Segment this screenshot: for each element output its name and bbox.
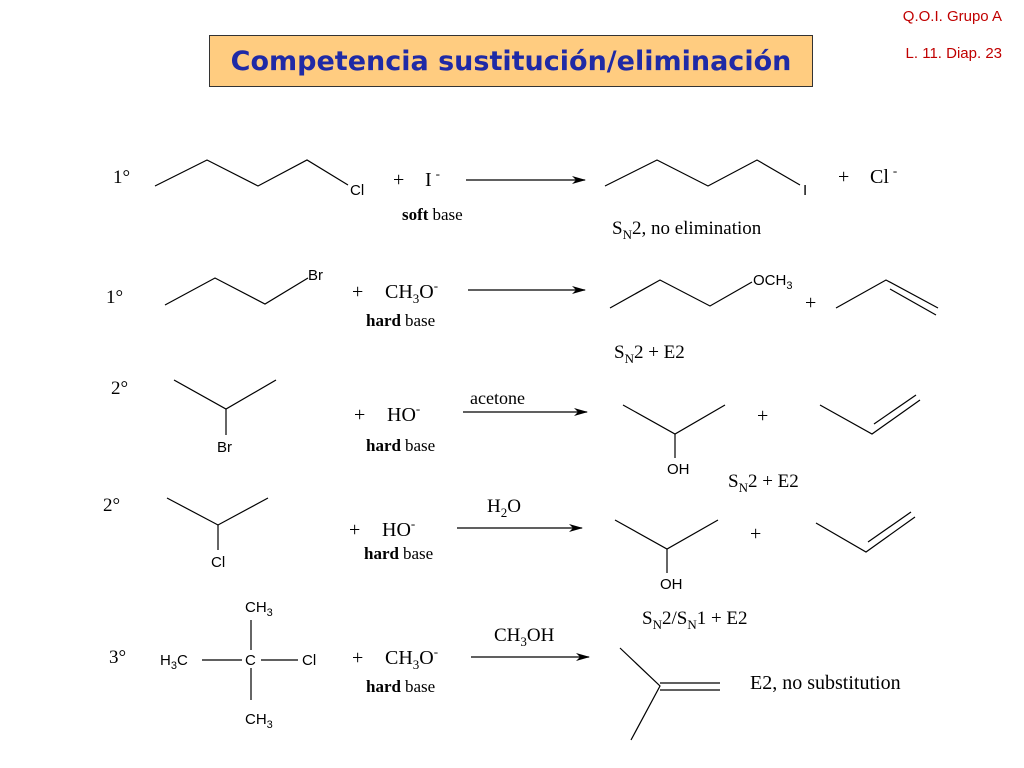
- chloropentane-skeleton: [154, 159, 349, 187]
- product-group-label: I: [803, 182, 807, 199]
- methyl-label: CH3: [245, 711, 273, 731]
- propanol-skeleton: [614, 519, 719, 550]
- plus-sign: +: [352, 647, 363, 669]
- reagent-label: HO-: [387, 401, 420, 426]
- methoxybutane-skeleton: [609, 279, 753, 309]
- plus-sign: +: [352, 281, 363, 303]
- central-carbon-label: C: [245, 652, 256, 669]
- product-group-label: OH: [667, 461, 690, 478]
- reagent-label: HO-: [382, 516, 415, 541]
- butene-skeleton: [835, 279, 939, 309]
- isobutene-skeleton: [619, 647, 661, 741]
- reaction-condition: H2O: [487, 496, 521, 520]
- course-label: Q.O.I. Grupo A: [902, 8, 1002, 25]
- degree-label: 2°: [111, 378, 128, 399]
- slide-number: L. 11. Diap. 23: [905, 45, 1002, 62]
- plus-sign: +: [393, 169, 404, 191]
- double-bond-line: [889, 288, 937, 316]
- reagent-label: CH3O-: [385, 644, 438, 672]
- methyl-label: CH3: [245, 599, 273, 619]
- leaving-group-label: Cl: [350, 182, 364, 199]
- plus-sign: +: [349, 519, 360, 541]
- plus-sign: +: [757, 405, 768, 427]
- degree-label: 1°: [113, 167, 130, 188]
- product-group-label: OCH3: [753, 272, 792, 292]
- degree-label: 3°: [109, 647, 126, 668]
- plus-sign: +: [354, 404, 365, 426]
- product-group-label: OH: [660, 576, 683, 593]
- leaving-group-label: Br: [217, 439, 232, 456]
- double-bond-line: [867, 511, 912, 543]
- byproduct-label: Cl-: [870, 163, 897, 188]
- iodopentane-skeleton: [604, 159, 801, 187]
- reagent-label: I-: [425, 166, 440, 191]
- result-label: E2, no substitution: [750, 672, 901, 694]
- result-label: SN2 + E2: [728, 471, 799, 495]
- degree-label: 2°: [103, 495, 120, 516]
- reaction-condition: CH3OH: [494, 625, 555, 649]
- page-title: Competencia sustitución/eliminación: [230, 45, 792, 77]
- chloropropane-skeleton: [166, 497, 269, 526]
- propanol-skeleton: [622, 404, 726, 435]
- methyl-label: H3C: [160, 652, 188, 672]
- degree-label: 1°: [106, 287, 123, 308]
- result-label: SN2, no elimination: [612, 218, 762, 242]
- leaving-group-label: Cl: [302, 652, 316, 669]
- result-label: SN2 + E2: [614, 342, 685, 366]
- bromobutane-skeleton: [164, 277, 309, 306]
- propene-skeleton: [819, 399, 921, 435]
- result-label: SN2/SN1 + E2: [642, 608, 748, 632]
- plus-sign: +: [750, 523, 761, 545]
- bromopropane-skeleton: [173, 379, 277, 410]
- plus-sign: +: [805, 292, 816, 314]
- reaction-condition: acetone: [470, 388, 525, 408]
- double-bond-line: [873, 394, 917, 425]
- reagent-label: CH3O-: [385, 278, 438, 306]
- leaving-group-label: Br: [308, 267, 323, 284]
- title-box: Competencia sustitución/eliminación: [209, 35, 813, 87]
- leaving-group-label: Cl: [211, 554, 225, 571]
- plus-sign: +: [838, 166, 849, 188]
- propene-skeleton: [815, 516, 916, 553]
